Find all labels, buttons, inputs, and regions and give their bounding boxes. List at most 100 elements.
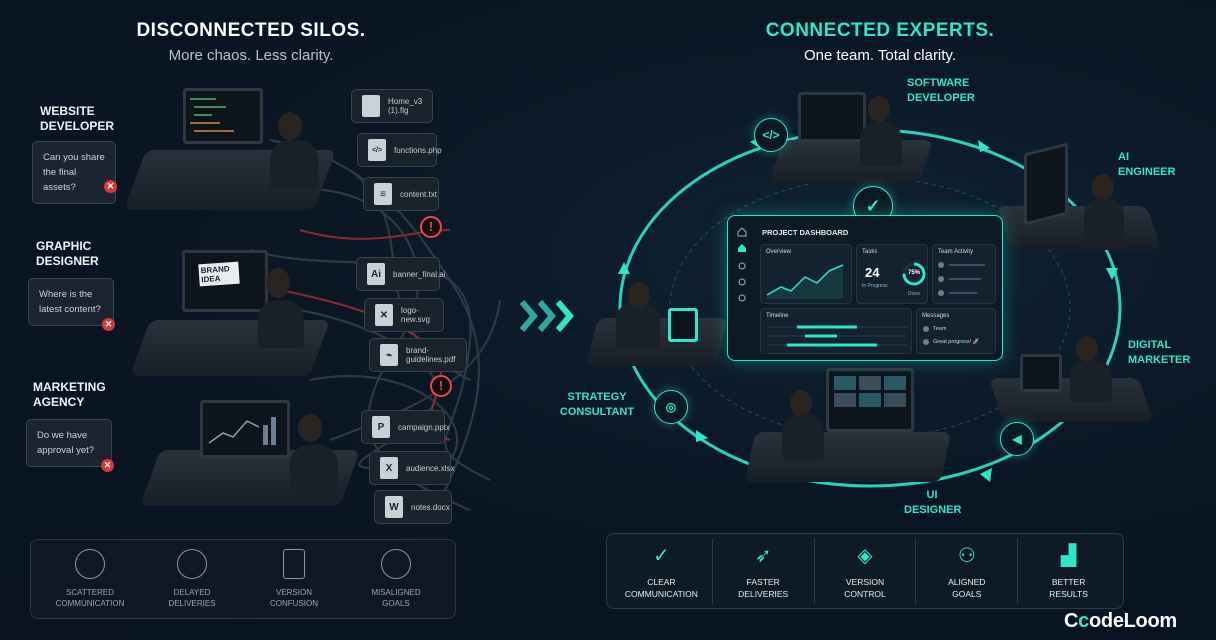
error-x-icon: ✕	[104, 180, 117, 193]
logo-part: c	[1078, 610, 1089, 632]
bubble-text: the final assets?	[43, 167, 77, 193]
person-ai-engineer	[1084, 198, 1124, 242]
role-line: CONSULTANT	[559, 406, 635, 418]
tasks-status: In Progress	[862, 283, 888, 289]
document-icon: ≡	[374, 183, 392, 205]
laptop-marketer	[1020, 354, 1062, 392]
problem-label: SCATTERED	[66, 588, 114, 597]
avatar	[923, 326, 929, 332]
rocket-icon: ➶	[754, 545, 772, 567]
file-card: ⌁ brand-guidelines.pdf	[369, 338, 467, 372]
folder-icon	[362, 95, 380, 117]
benefit-label: DELIVERIES	[738, 589, 789, 599]
problem-item: MISALIGNED GOALS	[350, 549, 442, 609]
left-subtitle: More chaos. Less clarity.	[168, 47, 334, 64]
team-activity-label: Team Activity	[938, 249, 974, 255]
role-line: DESIGNER	[36, 254, 99, 268]
sad-face-icon	[381, 549, 411, 579]
ui-tile	[859, 376, 881, 390]
document-question-icon	[283, 549, 305, 579]
role-line: UI	[926, 489, 938, 501]
file-name-line: (1).fig	[388, 106, 409, 115]
file-name: banner_final.ai	[393, 269, 446, 279]
file-name: audience.xlsx	[406, 463, 455, 473]
role-line: MARKETER	[1128, 354, 1191, 366]
file-name: brand-guidelines.pdf	[406, 346, 456, 364]
avatar	[923, 339, 929, 345]
project-dashboard: PROJECT DASHBOARD Overview Tasks 24 In P…	[727, 215, 1003, 361]
code-lines-icon	[190, 98, 234, 132]
benefits-panel: ✓ CLEAR COMMUNICATION ➶ FASTER DELIVERIE…	[606, 533, 1124, 609]
svg-file-icon: ✕	[375, 304, 393, 326]
timeline-label: Timeline	[766, 313, 789, 319]
role-digital-marketer: DIGITAL MARKETER	[1128, 338, 1190, 368]
benefit-label: CLEAR	[647, 577, 676, 587]
tasks-panel: Tasks 24 In Progress 75% Done	[856, 244, 928, 304]
problem-label: CONFUSION	[270, 599, 318, 608]
monitor-ai	[1024, 142, 1068, 226]
person-head	[298, 414, 322, 442]
brand-text: IDEA	[201, 273, 221, 285]
benefit-label: RESULTS	[1049, 589, 1088, 599]
monitor-charts	[200, 400, 290, 458]
problem-label: COMMUNICATION	[55, 599, 125, 608]
bubble-text: Where is the	[39, 289, 93, 300]
problems-panel: SCATTERED COMMUNICATION DELAYED DELIVERI…	[30, 539, 456, 619]
benefit-item: ▟ BETTER RESULTS	[1018, 538, 1119, 604]
team-activity-panel: Team Activity	[932, 244, 996, 304]
docx-file-icon: W	[385, 496, 403, 518]
xlsx-file-icon: X	[380, 457, 398, 479]
file-name: notes.docx	[411, 502, 450, 512]
problem-item: VERSION CONFUSION	[248, 549, 340, 609]
messages-panel: Messages Team Great progress! 🚀	[916, 308, 996, 354]
chat-bubble: Where is the latest content?	[28, 278, 114, 326]
benefit-item: ⚇ ALIGNED GOALS	[916, 538, 1019, 604]
role-website-developer: WEBSITE DEVELOPER	[40, 104, 114, 134]
file-card: ≡ content.txt	[363, 177, 439, 211]
overview-label: Overview	[766, 249, 792, 255]
file-name: campaign.pptx	[398, 422, 451, 432]
person-head	[628, 282, 650, 308]
activity-list-icon	[938, 262, 985, 296]
benefit-item: ◈ VERSION CONTROL	[815, 538, 917, 604]
check-circle-icon: ✓	[653, 545, 670, 567]
monitor-brand: BRAND IDEA	[182, 250, 268, 312]
file-name-line: Home_v3	[388, 97, 423, 106]
person-head	[868, 96, 890, 122]
ui-tile	[884, 393, 906, 407]
file-name: logo-new.svg	[401, 306, 430, 324]
person-developer	[270, 140, 318, 190]
person-head	[790, 390, 812, 416]
role-graphic-designer: GRAPHIC DESIGNER	[36, 239, 99, 269]
right-header: CONNECTED EXPERTS. One team. Total clari…	[730, 20, 1030, 64]
benefit-item: ✓ CLEAR COMMUNICATION	[611, 538, 713, 604]
file-card: X audience.xlsx	[369, 451, 455, 485]
tasks-count: 24	[865, 265, 880, 280]
people-icon: ⚇	[957, 545, 976, 567]
bubble-text: latest content?	[39, 304, 101, 315]
role-line: DEVELOPER	[40, 119, 115, 133]
timeline-bars	[767, 325, 907, 347]
person-marketer	[290, 445, 338, 493]
ai-file-icon: Ai	[367, 263, 385, 285]
problem-label: DELAYED	[173, 588, 211, 597]
person-head	[278, 112, 302, 140]
monitor-code	[183, 88, 263, 144]
error-x-icon: ✕	[102, 318, 115, 331]
file-card: </> functions.php	[357, 133, 442, 167]
person-designer	[258, 300, 304, 348]
benefit-label: BETTER	[1051, 577, 1086, 587]
tangled-lines-icon	[75, 549, 105, 579]
monitor-code	[798, 92, 866, 142]
megaphone-icon: ◀	[1000, 422, 1034, 456]
file-card: W notes.docx	[374, 490, 452, 524]
chat-bubble: Can you share the final assets?	[32, 141, 116, 204]
benefit-label: FASTER	[746, 577, 780, 587]
logo: CcodeLoom	[1064, 610, 1177, 633]
right-title: CONNECTED EXPERTS.	[765, 20, 995, 41]
pptx-file-icon: P	[372, 416, 390, 438]
file-name: content.txt	[400, 189, 437, 199]
role-line: STRATEGY	[567, 391, 627, 403]
overview-panel: Overview	[760, 244, 852, 304]
benefit-label: VERSION	[845, 577, 885, 587]
